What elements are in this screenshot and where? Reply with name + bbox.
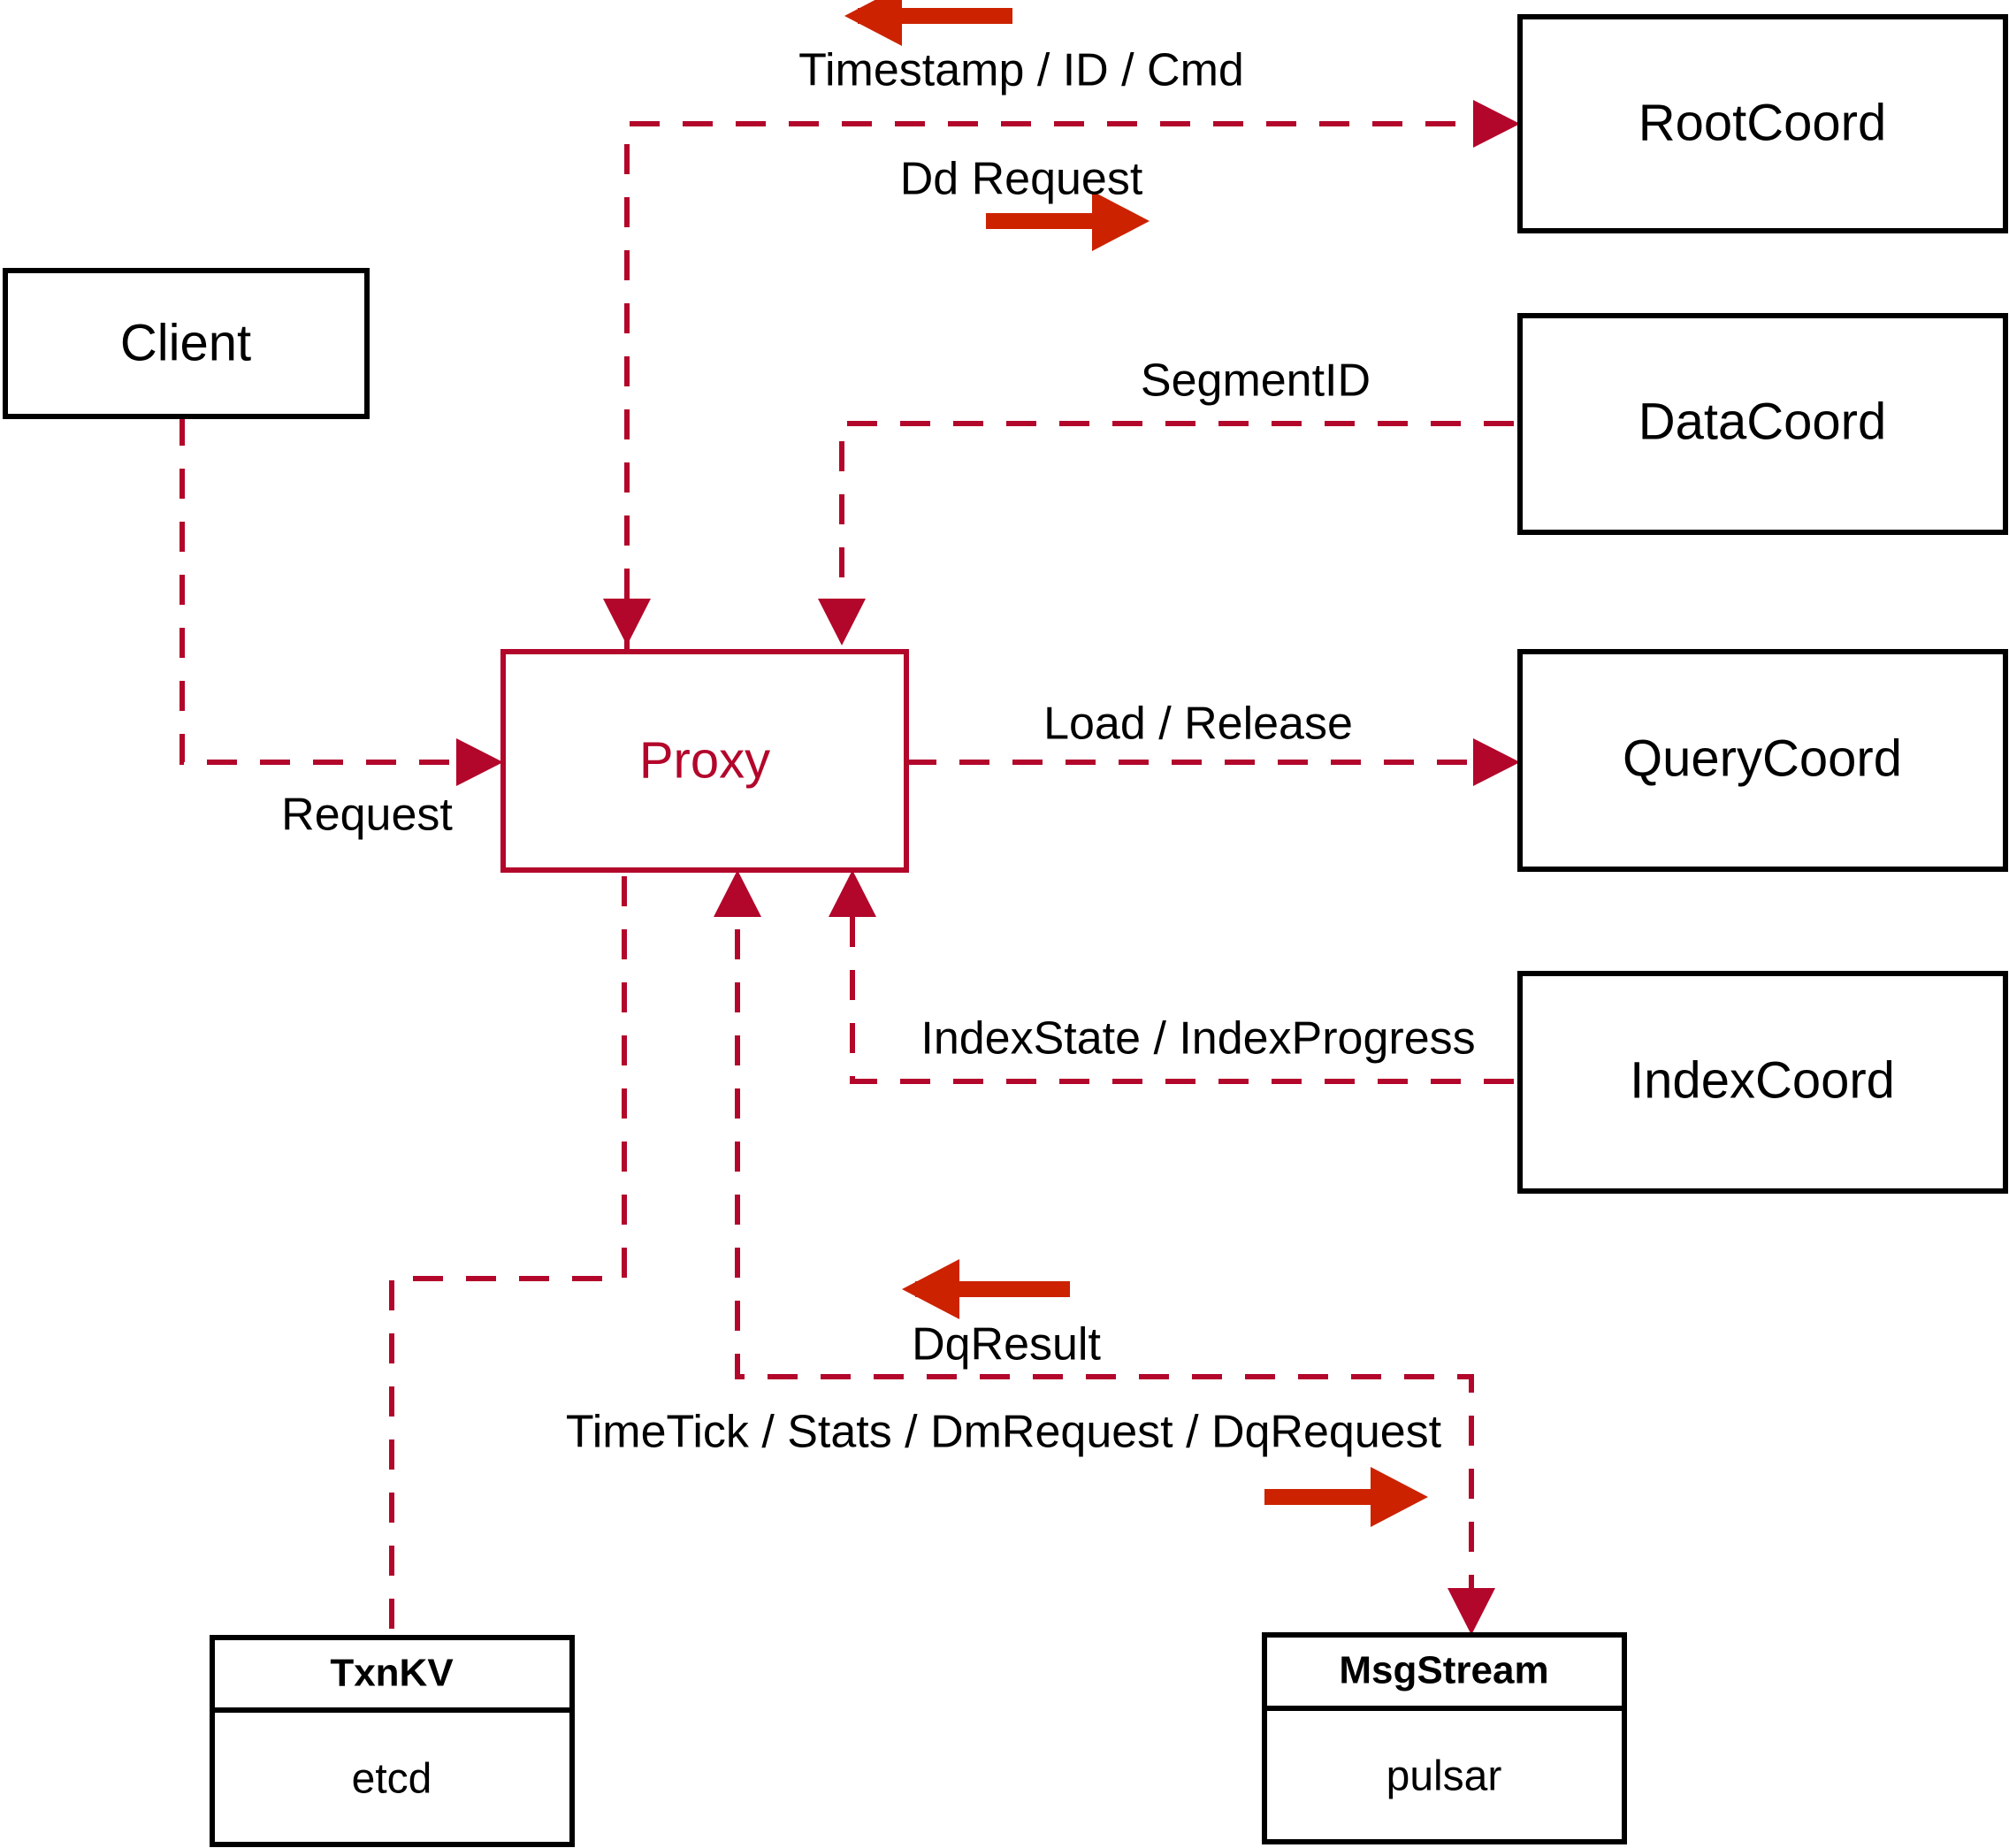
edge-label-load-release: Load / Release — [1043, 699, 1353, 750]
arrow-head-rootcoord — [1473, 100, 1520, 148]
node-querycoord[interactable]: QueryCoord — [1517, 649, 2008, 872]
direction-arrow-dqresult-left — [902, 1259, 1070, 1319]
node-proxy[interactable]: Proxy — [500, 649, 909, 873]
edge-line-request — [180, 416, 497, 765]
arrow-head-proxy-left — [456, 738, 503, 786]
node-txnkv-label: TxnKV — [330, 1652, 454, 1695]
node-indexcoord-box[interactable] — [1517, 971, 2008, 1194]
edge-label-timestamp-id-cmd: Timestamp / ID / Cmd — [798, 45, 1244, 96]
direction-arrow-timetick-right — [1264, 1467, 1428, 1527]
node-client-box[interactable] — [3, 268, 370, 419]
direction-arrow-dd-request-right — [986, 191, 1150, 251]
node-proxy-box[interactable] — [500, 649, 909, 873]
arrow-head-proxy-bottom-middle — [714, 870, 761, 917]
node-indexcoord-label: IndexCoord — [1630, 1051, 1895, 1109]
node-querycoord-label: QueryCoord — [1623, 729, 1902, 787]
arrow-head-proxy-top-right — [818, 599, 866, 645]
arrow-head-proxy-top-left — [603, 599, 651, 645]
edge-label-index-state-progress: IndexState / IndexProgress — [920, 1013, 1475, 1065]
node-rootcoord-label: RootCoord — [1639, 94, 1886, 151]
node-client-label: Client — [120, 314, 251, 371]
node-datacoord-label: DataCoord — [1639, 393, 1886, 450]
node-querycoord-box[interactable] — [1517, 649, 2008, 872]
node-msgstream[interactable]: MsgStream pulsar — [1262, 1632, 1627, 1844]
node-datacoord-box[interactable] — [1517, 313, 2008, 535]
edge-line-index-state — [850, 876, 1514, 1084]
node-msgstream-impl-label: pulsar — [1386, 1753, 1502, 1800]
arrow-head-querycoord — [1473, 738, 1520, 786]
node-indexcoord[interactable]: IndexCoord — [1517, 971, 2008, 1194]
node-txnkv-impl-label: etcd — [352, 1756, 432, 1803]
edge-label-request: Request — [281, 790, 453, 841]
edge-line-txnkv — [389, 876, 627, 1631]
node-txnkv-box[interactable] — [210, 1635, 575, 1847]
edge-label-dq-result: DqResult — [912, 1319, 1101, 1371]
node-datacoord[interactable]: DataCoord — [1517, 313, 2008, 535]
edge-line-msgstream — [735, 876, 1474, 1629]
node-msgstream-box[interactable] — [1262, 1632, 1627, 1844]
direction-arrow-timestamp-left — [844, 0, 1012, 46]
edge-label-timetick-stats: TimeTick / Stats / DmRequest / DqRequest — [566, 1407, 1442, 1458]
edge-label-segment-id: SegmentID — [1141, 355, 1371, 407]
edge-label-dd-request: Dd Request — [900, 154, 1143, 205]
node-msgstream-label: MsgStream — [1339, 1649, 1548, 1692]
edge-line-timestamp-id-cmd — [624, 121, 1514, 652]
edge-line-segment-id — [839, 421, 1514, 652]
arrow-head-msgstream — [1448, 1588, 1495, 1635]
arrow-head-proxy-bottom-right — [829, 870, 876, 917]
node-txnkv[interactable]: TxnKV etcd — [210, 1635, 575, 1847]
node-rootcoord[interactable]: RootCoord — [1517, 14, 2008, 233]
node-proxy-label: Proxy — [639, 731, 770, 789]
node-rootcoord-box[interactable] — [1517, 14, 2008, 233]
node-client[interactable]: Client — [3, 268, 370, 419]
